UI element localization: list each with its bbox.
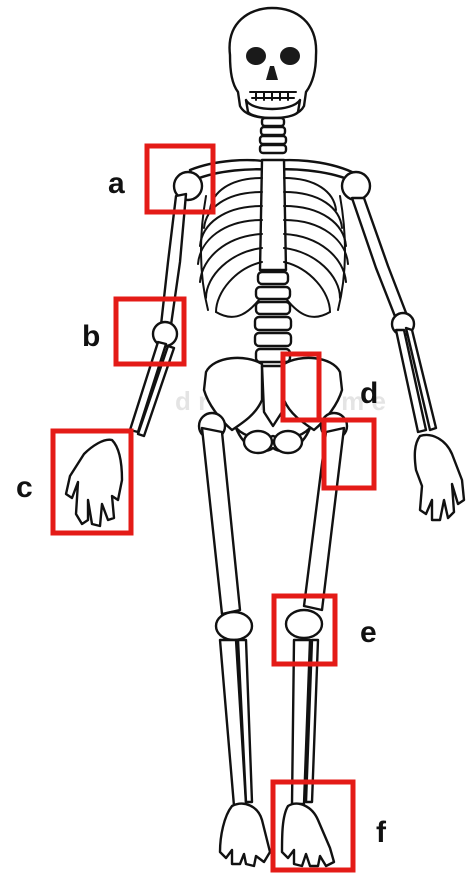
left-leg xyxy=(199,413,270,866)
label-b: b xyxy=(82,320,100,353)
right-arm xyxy=(352,198,464,520)
left-arm xyxy=(66,194,186,526)
label-e: e xyxy=(360,616,377,649)
label-d: d xyxy=(360,377,378,410)
label-a: a xyxy=(108,167,125,200)
label-c: c xyxy=(16,471,33,504)
label-f: f xyxy=(376,816,387,849)
skull xyxy=(230,8,317,118)
lumbar-spine xyxy=(255,272,291,362)
spine-neck xyxy=(260,118,286,153)
